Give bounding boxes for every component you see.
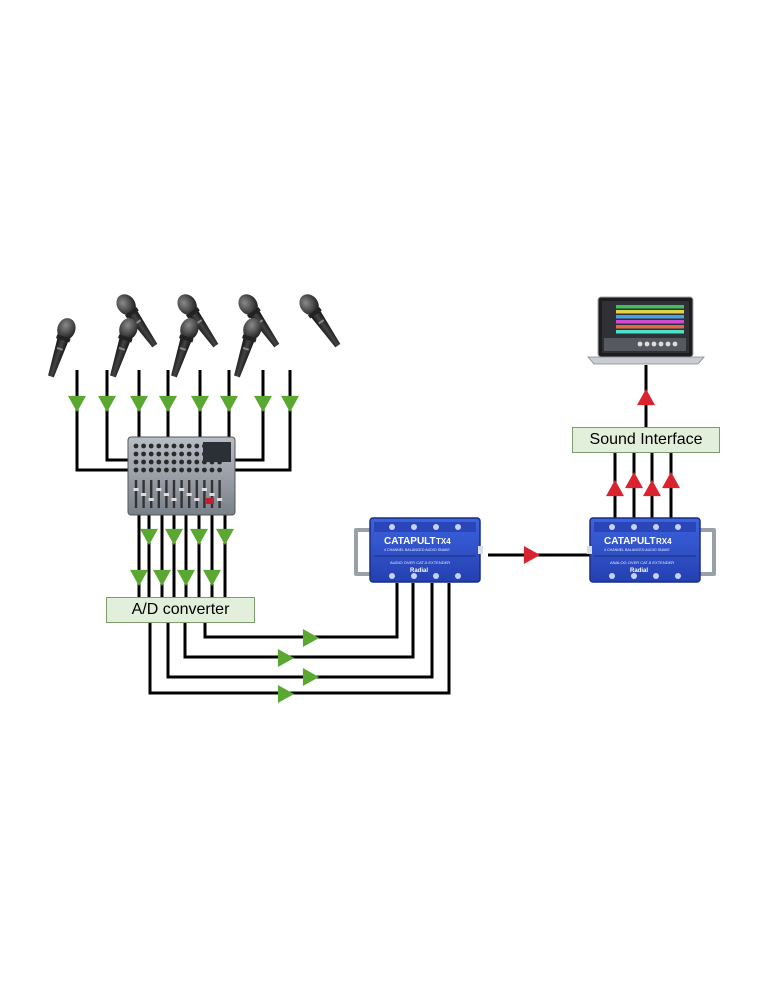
green-arrow-icon — [302, 668, 320, 686]
green-arrow-icon — [165, 528, 183, 546]
device-model: RX4 — [656, 537, 672, 546]
red-arrow-icon — [523, 546, 541, 564]
green-arrow-icon — [203, 569, 221, 587]
microphone-icon — [299, 294, 341, 348]
green-arrow-icon — [140, 528, 158, 546]
sound-interface-box: Sound Interface — [572, 427, 720, 453]
red-arrow-icon — [637, 388, 655, 406]
device-footer: AUDIO OVER CAT-5 EXTENDER — [390, 560, 450, 565]
device-footer: ANALOG OVER CAT-5 EXTENDER — [610, 560, 674, 565]
microphone-icon — [110, 318, 138, 378]
green-arrow-icon — [191, 395, 209, 413]
green-arrow-icon — [177, 569, 195, 587]
microphone-icon — [171, 318, 199, 378]
microphones — [48, 294, 341, 378]
green-arrow-icon — [254, 395, 272, 413]
device-brand: CATAPULT — [604, 536, 656, 547]
ad-converter-label: A/D converter — [131, 601, 230, 618]
red-arrow-icon — [606, 479, 624, 497]
sound-interface-label: Sound Interface — [589, 431, 703, 448]
microphone-icon — [116, 294, 158, 348]
mixer-icon — [127, 436, 236, 516]
ad-converter-box: A/D converter — [106, 597, 255, 623]
green-arrow-icon — [190, 528, 208, 546]
green-arrow-icon — [277, 685, 295, 703]
device-subtitle: 4 CHANNEL BALANCED AUDIO SNAKE — [384, 548, 450, 552]
green-arrow-icon — [216, 528, 234, 546]
green-arrow-icon — [159, 395, 177, 413]
microphone-icon — [234, 318, 262, 378]
green-arrow-icon — [153, 569, 171, 587]
green-arrow-icon — [68, 395, 86, 413]
microphone-icon — [238, 294, 280, 348]
green-arrow-icon — [220, 395, 238, 413]
red-arrow-icon — [643, 479, 661, 497]
green-arrow-icon — [281, 395, 299, 413]
device-brand: CATAPULT — [384, 536, 436, 547]
signal-arrows — [68, 388, 680, 703]
laptop-icon — [587, 296, 705, 365]
device-maker: Radial — [630, 568, 648, 574]
green-arrow-icon — [130, 395, 148, 413]
device-subtitle: 4 CHANNEL BALANCED AUDIO SNAKE — [604, 548, 670, 552]
red-arrow-icon — [625, 471, 643, 489]
green-arrow-icon — [277, 649, 295, 667]
red-arrow-icon — [662, 471, 680, 489]
device-model: TX4 — [436, 537, 451, 546]
device-maker: Radial — [410, 568, 428, 574]
green-arrow-icon — [130, 569, 148, 587]
green-arrow-icon — [98, 395, 116, 413]
green-arrow-icon — [302, 629, 320, 647]
microphone-icon — [48, 318, 76, 378]
